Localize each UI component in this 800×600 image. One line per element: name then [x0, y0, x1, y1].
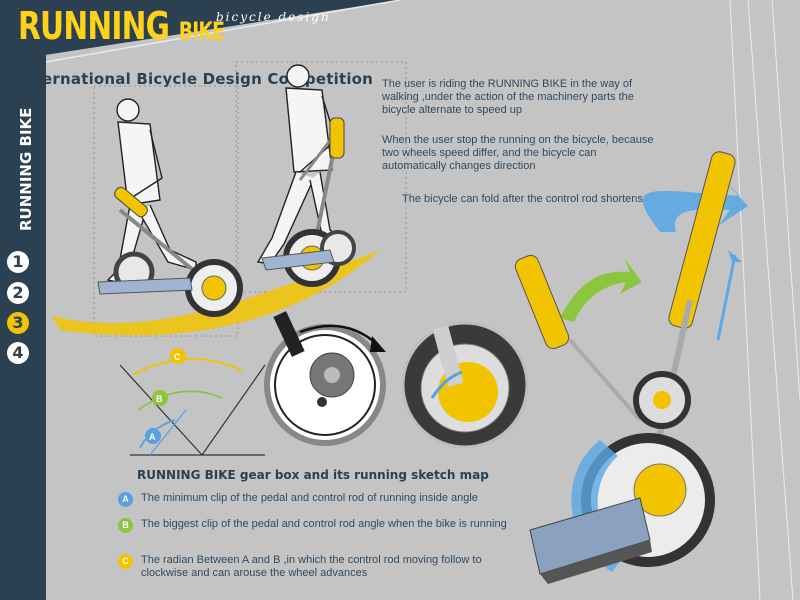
gear-wheel-sketch [264, 311, 386, 446]
zoomed-hub [401, 321, 529, 449]
title-bike: BIKE [178, 17, 225, 45]
description-riding: The user is riding the RUNNING BIKE in t… [382, 78, 634, 116]
product-render [514, 151, 748, 584]
rotate-arrow-blue [642, 176, 748, 232]
rotate-arrow-green [560, 258, 642, 322]
angle-a-marker [145, 428, 161, 444]
legend-c-dot: C [118, 554, 133, 569]
angle-a-label: A [149, 432, 156, 442]
gearbox-title: RUNNING BIKE gear box and its running sk… [137, 468, 489, 482]
frame-rider-1 [93, 85, 239, 337]
description-folding: The bicycle can fold after the control r… [402, 193, 643, 205]
speed-swoosh [52, 250, 380, 336]
legend-b-dot: B [118, 518, 133, 533]
description-turning: When the user stop the running on the bi… [382, 134, 654, 172]
angle-b-marker [152, 390, 168, 406]
bike-2 [261, 117, 356, 287]
legend-a-text: The minimum clip of the pedal and contro… [141, 492, 478, 504]
frame-rider-2 [235, 61, 407, 293]
step-4-badge[interactable]: 4 [7, 342, 29, 364]
angle-c-label: C [174, 352, 181, 362]
angle-c-marker [170, 348, 186, 364]
legend-b-text: The biggest clip of the pedal and contro… [141, 518, 507, 530]
bike-1 [97, 186, 243, 317]
competition-subtitle: International Bicycle Design Competition [18, 70, 374, 88]
angle-b-label: B [156, 394, 163, 404]
step-1-badge[interactable]: 1 [7, 251, 29, 273]
legend-c-text: The radian Between A and B ,in which the… [141, 554, 482, 579]
step-3-badge[interactable]: 3 [7, 312, 29, 334]
title-tagline: bicycle design [216, 10, 331, 24]
legend-a-dot: A [118, 492, 133, 507]
poster-title: RUNNING BIKE [18, 4, 225, 48]
title-running: RUNNING [18, 4, 170, 48]
step-2-badge[interactable]: 2 [7, 282, 29, 304]
angle-diagram [119, 348, 266, 456]
